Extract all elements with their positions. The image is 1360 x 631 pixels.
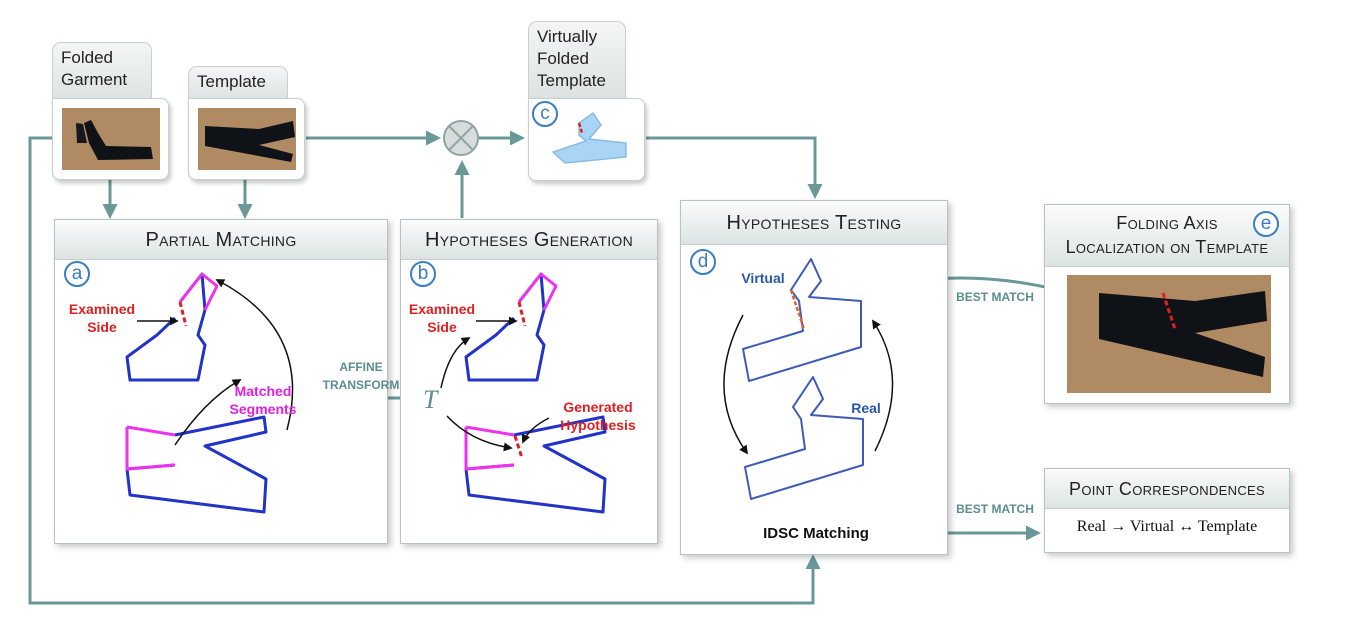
flow-virtual-to-hypotheses-testing: [646, 136, 823, 199]
template-card: [188, 98, 305, 180]
badge-d: d: [690, 249, 716, 275]
best-match-label-top: BEST MATCH: [956, 290, 1034, 304]
folded-garment-card: [52, 98, 169, 180]
correspondence-formula: Real → Virtual ↔ Template: [1076, 518, 1258, 535]
real-contour: [744, 376, 864, 500]
badge-b: b: [410, 261, 436, 287]
generated-hypothesis-line: [513, 435, 524, 459]
hypotheses-testing-shapes: [723, 258, 894, 500]
folded-examined-side: [178, 301, 188, 327]
badge-e: e: [1253, 211, 1279, 237]
hypotheses-generation-title: Hypotheses Generation: [401, 220, 657, 260]
hypotheses-generation-panel: Hypotheses Generation b Examined Side T …: [400, 219, 658, 544]
template-photo: [198, 108, 296, 170]
virtual-label: Virtual: [741, 270, 785, 286]
generated-hypothesis-label: Generated Hypothesis: [560, 399, 636, 433]
partial-matching-title: Partial Matching: [55, 220, 387, 260]
combiner-node: [443, 120, 479, 156]
point-correspondences-panel: Point Correspondences Real → Virtual ↔ T…: [1044, 468, 1290, 553]
folding-axis-photo: [1067, 275, 1271, 393]
virtually-folded-template-tab: Virtually Folded Template: [528, 21, 626, 111]
folded-contour: [125, 272, 207, 382]
folding-axis-title: Folding Axis Localization on Template: [1045, 205, 1289, 267]
flow-garment-loop-to-testing: [28, 136, 821, 605]
hypotheses-generation-shapes: [440, 272, 607, 514]
folded-matched-segment: [178, 272, 219, 311]
affine-transform-label: AFFINE TRANSFORM: [322, 360, 400, 392]
folded-garment-photo: [62, 108, 160, 170]
template-contour: [125, 415, 268, 514]
hypotheses-testing-title: Hypotheses Testing: [681, 201, 947, 245]
partial-matching-panel: Partial Matching a Examined Side Matched…: [54, 219, 388, 544]
matched-segments-label: Matched Segments: [229, 383, 297, 417]
partial-matching-shapes: [125, 272, 294, 514]
folding-axis-panel: Folding Axis Localization on Template e: [1044, 204, 1290, 404]
point-correspondences-title: Point Correspondences: [1045, 469, 1289, 509]
badge-a: a: [64, 261, 90, 287]
real-label: Real: [851, 400, 881, 416]
examined-side-label-b: Examined Side: [408, 301, 476, 335]
virtually-folded-template-shape: [551, 111, 627, 164]
best-match-label-bottom: BEST MATCH: [956, 502, 1034, 516]
examined-side-label: Examined Side: [68, 301, 136, 335]
template-matched-segment: [125, 425, 176, 471]
badge-c: c: [532, 101, 558, 127]
transform-symbol: T: [423, 385, 438, 414]
idsc-matching-label: IDSC Matching: [763, 525, 869, 542]
hypotheses-testing-panel: Hypotheses Testing d Virtual Real IDSC M…: [680, 200, 948, 555]
